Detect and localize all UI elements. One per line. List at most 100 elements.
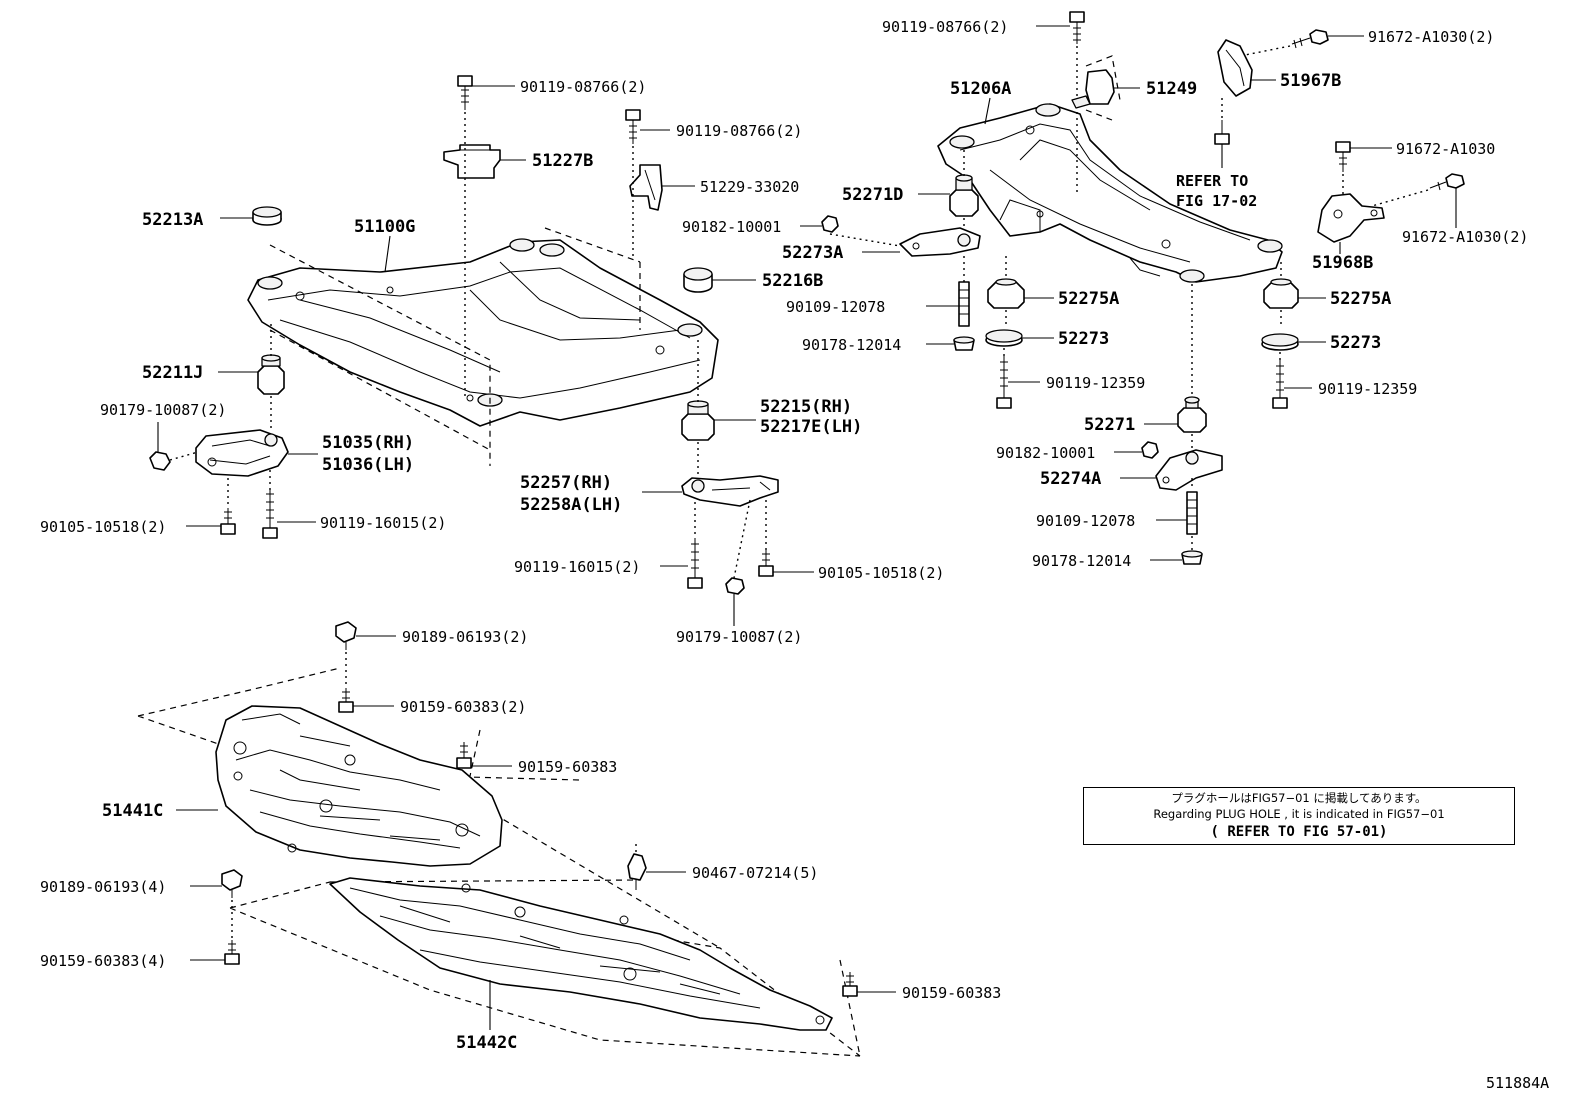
bolt-90119-12359-b [1272,360,1288,409]
bolt-90159-60383-2 [338,688,354,713]
label-90179-10087-2-a: 90179-10087(2) [100,401,226,419]
notice-japanese: プラグホールはFIG57−01 に掲載してあります。 [1171,791,1427,805]
label-52258a: 52258A(LH) [520,495,622,515]
label-91672-a1030-2-top: 91672-A1030(2) [1368,28,1494,46]
bracket-51229-33020 [629,164,663,211]
notice-refer: ( REFER TO FIG 57-01) [1210,824,1388,840]
label-90105-10518-2-b: 90105-10518(2) [818,564,944,582]
label-52274a: 52274A [1040,469,1101,489]
bolt-90159-60383-a [456,742,472,769]
label-90119-08766-2-b: 90119-08766(2) [676,122,802,140]
bolt-90159-60383-4 [224,940,240,965]
clip-90189-06193-a [335,621,357,650]
bolt-91672-a1030-top [1291,29,1329,49]
nut-90182-10001-b [1141,441,1159,459]
figure-id: 511884A [1486,1074,1549,1092]
label-51229-33020: 51229-33020 [700,178,799,196]
insulator-52271 [1177,396,1207,433]
label-51441c: 51441C [102,801,163,821]
bracket-52274a [1155,449,1223,491]
nut-90178-12014-a [953,336,975,351]
label-52271d: 52271D [842,185,903,205]
bolt-90105-10518-a [220,508,236,535]
stopper-52273-a [985,329,1023,347]
label-52273-b: 52273 [1330,333,1381,353]
label-90109-12078-a: 90109-12078 [786,298,885,316]
front-crossmember-51100g [247,238,719,427]
stopper-52273a [899,227,981,257]
label-90105-10518-2-a: 90105-10518(2) [40,518,166,536]
label-90189-06193-4: 90189-06193(4) [40,878,166,896]
plug-hole-notice: プラグホールはFIG57−01 に掲載してあります。 Regarding PLU… [1083,787,1515,845]
label-51442c: 51442C [456,1033,517,1053]
nut-90179-10087-b [725,577,745,595]
bolt-90119-16015-b [687,538,703,589]
refer-fig-17-02-line1: REFER TO [1176,172,1248,190]
label-90159-60383-4: 90159-60383(4) [40,952,166,970]
label-52211j: 52211J [142,363,203,383]
bushing-52216b [683,267,713,293]
label-51227b: 51227B [532,151,593,171]
label-52215: 52215(RH) [760,397,852,417]
label-90182-10001-a: 90182-10001 [682,218,781,236]
nut-90178-12014-b [1181,550,1203,565]
label-90119-16015-2-a: 90119-16015(2) [320,514,446,532]
bolt-51967b-mount [1214,120,1230,145]
label-52273a: 52273A [782,243,843,263]
label-52216b: 52216B [762,271,823,291]
bolt-90119-12359-a [996,356,1012,409]
clip-90467-07214 [627,853,647,890]
label-90159-60383-2: 90159-60383(2) [400,698,526,716]
label-91672-a1030: 91672-A1030 [1396,140,1495,158]
bracket-52257-52258a [681,475,779,507]
insulator-52271d [949,174,979,217]
bolt-91672-a1030 [1335,141,1351,172]
bolt-91672-a1030-side [1429,173,1465,191]
stud-90109-12078-b [1186,491,1198,535]
label-51035: 51035(RH) [322,433,414,453]
bracket-51968b [1317,193,1385,243]
label-91672-a1030-2-b: 91672-A1030(2) [1402,228,1528,246]
refer-fig-17-02-line2: FIG 17-02 [1176,192,1257,210]
label-90109-12078-b: 90109-12078 [1036,512,1135,530]
bolt-90105-10518-b [758,550,774,577]
clip-90189-06193-b [221,869,243,898]
notice-english: Regarding PLUG HOLE , it is indicated in… [1153,807,1445,821]
bolt-90159-60383-b [842,972,858,997]
nut-90182-10001-a [821,215,839,233]
label-90119-08766-2-top: 90119-08766(2) [882,18,1008,36]
stopper-52273-b [1261,333,1299,351]
rear-member-51206a [937,103,1283,283]
bolt-90119-08766-a [457,75,473,110]
label-90467-07214-5: 90467-07214(5) [692,864,818,882]
bracket-51249 [1071,69,1115,109]
label-51100g: 51100G [354,217,415,237]
label-90119-16015-2-b: 90119-16015(2) [514,558,640,576]
bolt-90119-08766-top [1069,11,1085,44]
label-51968b: 51968B [1312,253,1373,273]
label-52213a: 52213A [142,210,203,230]
bolt-90119-16015-a [262,490,278,539]
nut-90179-10087-a [149,451,171,471]
label-52275a-a: 52275A [1058,289,1119,309]
guard-51967b [1217,39,1253,97]
label-90119-12359-a: 90119-12359 [1046,374,1145,392]
cushion-52275a-b [1263,278,1299,309]
label-52257: 52257(RH) [520,473,612,493]
label-90159-60383-a: 90159-60383 [518,758,617,776]
label-51036: 51036(LH) [322,455,414,475]
label-90178-12014-b: 90178-12014 [1032,552,1131,570]
label-51249: 51249 [1146,79,1197,99]
label-51967b: 51967B [1280,71,1341,91]
label-90182-10001-b: 90182-10001 [996,444,1095,462]
stud-90109-12078-a [958,281,970,327]
insulator-52211j [257,354,285,395]
label-90159-60383-b: 90159-60383 [902,984,1001,1002]
insulator-52215-52217e [681,400,715,441]
bolt-90119-08766-b [625,109,641,144]
label-90119-08766-2-a: 90119-08766(2) [520,78,646,96]
label-90189-06193-2: 90189-06193(2) [402,628,528,646]
label-90178-12014-a: 90178-12014 [802,336,901,354]
label-90119-12359-b: 90119-12359 [1318,380,1417,398]
